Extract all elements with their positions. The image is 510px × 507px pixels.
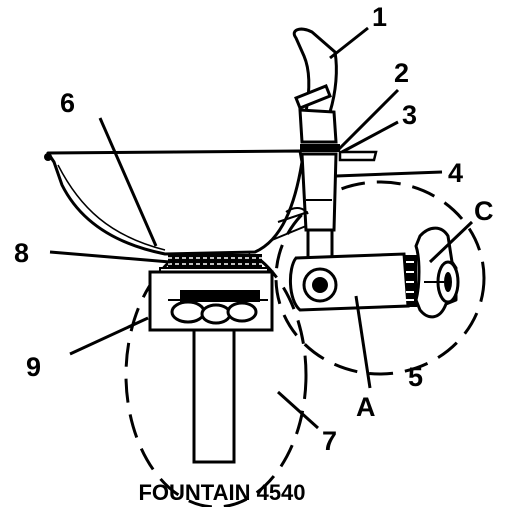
callout-1: 1: [372, 2, 387, 32]
drain-body: [148, 270, 274, 464]
valve-handle: [414, 226, 460, 319]
callout-C: C: [474, 196, 494, 226]
callout-9: 9: [26, 352, 41, 382]
callout-4: 4: [448, 158, 463, 188]
bowl: [44, 149, 304, 256]
valve-group-outline: [274, 180, 486, 376]
callout-8: 8: [14, 238, 29, 268]
callout-2: 2: [394, 58, 409, 88]
valve-assembly: [289, 252, 417, 312]
callout-3: 3: [402, 100, 417, 130]
callout-7: 7: [322, 426, 337, 456]
callout-A: A: [356, 392, 376, 422]
callout-6: 6: [60, 88, 75, 118]
diagram-caption: FOUNTAIN 4540: [138, 480, 305, 505]
leader-lines: [49, 26, 474, 430]
callout-5: 5: [408, 362, 423, 392]
bubbler-head: [292, 27, 378, 162]
